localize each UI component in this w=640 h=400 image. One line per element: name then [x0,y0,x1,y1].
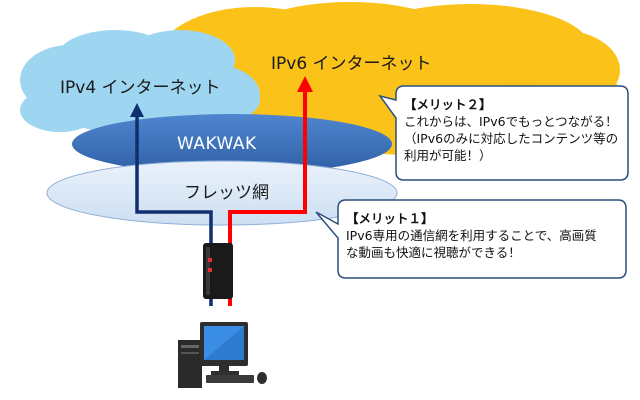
merit2-text: 【メリット２】 これからは、IPv6でもっとつながる！ （IPv6のみに対応した… [404,96,624,164]
merit1-text: 【メリット１】 IPv6専用の通信網を利用することで、高画質 な動画も快適に視聴… [346,210,624,261]
merit1-line-1: IPv6専用の通信網を利用することで、高画質 [346,228,597,243]
carrier-label: フレッツ網 [184,183,269,203]
merit2-line-3: 利用が可能！） [404,148,492,163]
ipv4-cloud [20,30,260,135]
router-icon [203,243,233,299]
ipv6-cloud-label: IPv6 インターネット [271,54,432,74]
merit2-title: 【メリット２】 [404,97,492,112]
merit2-line-2: （IPv6のみに対応したコンテンツ等の [404,131,619,146]
merit2-line-1: これからは、IPv6でもっとつながる！ [404,114,618,129]
ipv4-cloud-label: IPv4 インターネット [60,78,221,98]
computer-icon [178,322,267,388]
merit1-line-2: な動画も快適に視聴ができる！ [346,245,521,260]
merit1-title: 【メリット１】 [346,211,434,226]
merit2-callout [378,85,629,181]
merit1-callout [315,199,627,279]
isp-label: WAKWAK [177,134,257,154]
isp-band [72,114,392,174]
carrier-band [46,160,398,226]
